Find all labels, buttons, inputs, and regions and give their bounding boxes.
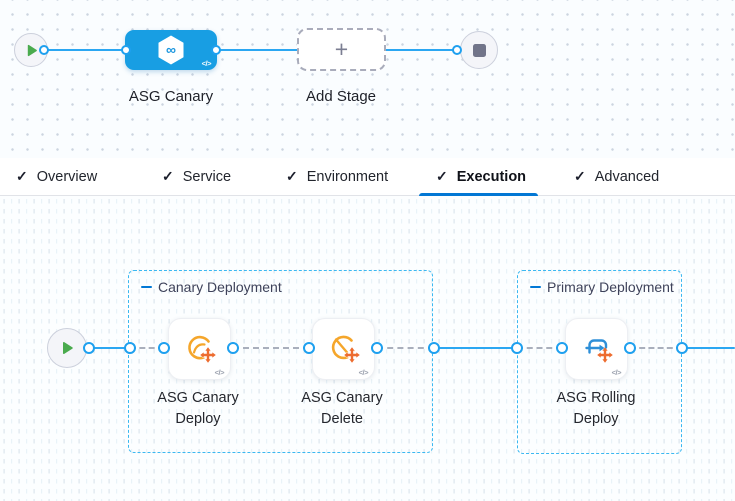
group-dash-icon: [141, 285, 152, 289]
exec-dashed-line: [517, 347, 562, 349]
pipeline-end-node[interactable]: [460, 31, 498, 69]
tab-environment[interactable]: ✓ Environment: [286, 168, 389, 185]
yaml-code-icon: </>: [201, 59, 212, 68]
port[interactable]: [556, 342, 568, 354]
tab-service[interactable]: ✓ Service: [162, 168, 232, 185]
yaml-code-icon: </>: [611, 368, 622, 377]
port[interactable]: [511, 342, 523, 354]
exec-connector-line: [88, 346, 131, 350]
active-tab-underline: [419, 193, 538, 196]
group-title: Primary Deployment: [530, 279, 674, 295]
execution-start-node[interactable]: [47, 328, 87, 368]
stage-connector-line: [44, 48, 458, 52]
exec-dashed-line: [233, 347, 309, 349]
port[interactable]: [624, 342, 636, 354]
exec-connector-line: [434, 346, 517, 350]
step-label: ASG Canary Deploy: [157, 390, 239, 427]
port[interactable]: [371, 342, 383, 354]
stop-icon: [472, 43, 486, 57]
check-icon: ✓: [162, 168, 174, 184]
group-dash-icon: [530, 285, 541, 289]
port[interactable]: [211, 45, 221, 55]
port[interactable]: [121, 45, 131, 55]
group-primary-deployment[interactable]: Primary Deployment: [517, 270, 682, 454]
step-asg-canary-delete[interactable]: </>: [312, 318, 375, 380]
stage-node-asg-canary[interactable]: ∞ </>: [125, 30, 217, 70]
group-title: Canary Deployment: [141, 279, 282, 295]
stage-config-tabbar: ✓ Overview ✓ Service ✓ Environment ✓ Exe…: [0, 158, 735, 196]
plus-icon: +: [334, 36, 349, 62]
port[interactable]: [158, 342, 170, 354]
asg-canary-delete-icon: [327, 331, 361, 365]
check-icon: ✓: [16, 168, 28, 184]
asg-rolling-deploy-icon: [580, 331, 614, 365]
exec-dashed-line: [377, 347, 434, 349]
port[interactable]: [227, 342, 239, 354]
port[interactable]: [452, 45, 462, 55]
step-asg-canary-deploy[interactable]: </>: [168, 318, 231, 380]
step-label: ASG Rolling Deploy: [556, 390, 636, 427]
port[interactable]: [428, 342, 440, 354]
svg-text:∞: ∞: [166, 42, 176, 58]
check-icon: ✓: [574, 168, 586, 184]
port[interactable]: [39, 45, 49, 55]
port[interactable]: [676, 342, 688, 354]
execution-canvas[interactable]: Canary Deployment: [0, 196, 735, 501]
play-icon: [25, 44, 38, 57]
yaml-code-icon: </>: [358, 368, 369, 377]
asg-canary-deploy-icon: [183, 331, 217, 365]
port[interactable]: [83, 342, 95, 354]
check-icon: ✓: [436, 168, 448, 184]
add-stage-label: Add Stage: [305, 88, 377, 105]
tab-execution[interactable]: ✓ Execution: [436, 168, 527, 185]
exec-dashed-line: [630, 347, 682, 349]
check-icon: ✓: [286, 168, 298, 184]
yaml-code-icon: </>: [214, 368, 225, 377]
stage-label: ASG Canary: [128, 88, 214, 105]
play-icon: [60, 341, 74, 355]
tab-overview[interactable]: ✓ Overview: [16, 168, 98, 185]
exec-connector-line: [682, 346, 735, 350]
exec-dashed-line: [130, 347, 164, 349]
step-label: ASG Canary Delete: [301, 390, 383, 427]
stage-canvas[interactable]: ∞ </> ASG Canary + Add Stage: [0, 0, 735, 158]
tab-advanced[interactable]: ✓ Advanced: [574, 168, 660, 185]
port[interactable]: [303, 342, 315, 354]
add-stage-button[interactable]: +: [297, 28, 386, 71]
port[interactable]: [124, 342, 136, 354]
cd-hexagon-icon: ∞: [154, 33, 188, 67]
group-canary-deployment[interactable]: Canary Deployment: [128, 270, 433, 453]
step-asg-rolling-deploy[interactable]: </>: [565, 318, 628, 380]
